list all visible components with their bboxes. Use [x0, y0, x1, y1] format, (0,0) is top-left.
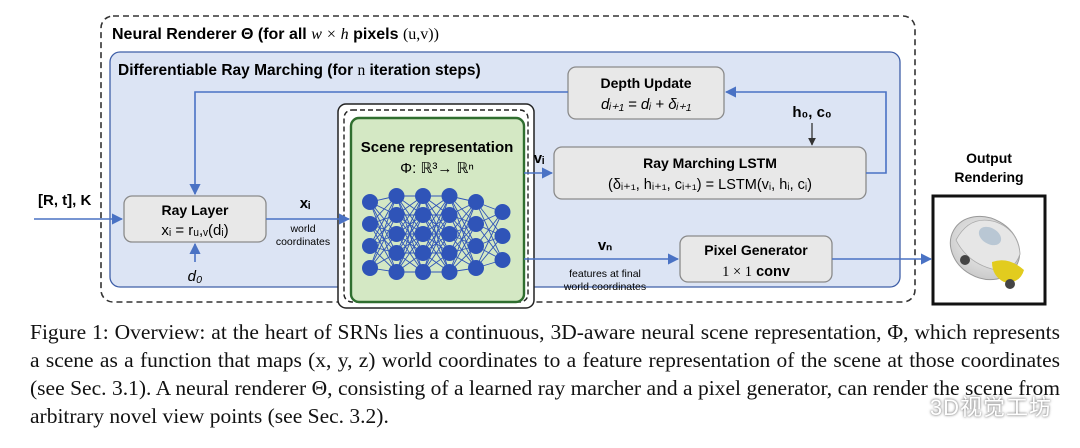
mlp-connection	[449, 214, 477, 269]
vn-label: vₙ	[598, 237, 612, 254]
arrow-depth-update-to-ray-layer	[189, 91, 568, 196]
mlp-connection	[369, 201, 397, 254]
mlp-connection	[369, 214, 397, 269]
mlp-node	[468, 238, 484, 254]
mlp-node	[494, 252, 511, 268]
mlp-connection	[369, 195, 397, 247]
output-label-line2: Rendering	[954, 169, 1023, 185]
mlp-node	[388, 245, 405, 261]
lstm-title: Ray Marching LSTM	[643, 155, 777, 171]
mlp-connection	[449, 201, 477, 273]
mlp-node	[362, 260, 378, 276]
mlp-node	[441, 264, 458, 280]
mlp-connection	[475, 211, 503, 269]
mlp-node	[415, 264, 431, 280]
input-camera-label: [R, t], K	[38, 192, 91, 209]
vi-label: vᵢ	[534, 150, 544, 167]
mlp-node	[362, 216, 378, 232]
mlp-node	[388, 226, 405, 242]
h0c0-label: h₀, c₀	[792, 104, 831, 121]
mlp-connection	[369, 223, 397, 273]
lstm-formula: (δᵢ₊₁, hᵢ₊₁, cᵢ₊₁) = LSTM(vᵢ, hᵢ, cᵢ)	[608, 177, 812, 193]
mlp-node	[415, 207, 431, 223]
mlp-connection	[475, 201, 503, 261]
pixel-generator-title: Pixel Generator	[704, 242, 808, 258]
rendered-car-image	[949, 215, 1024, 289]
scene-representation-formula: Φ: ℝ³→ ℝⁿ	[400, 160, 474, 177]
scene-representation-title: Scene representation	[361, 139, 514, 156]
features-label-line1: features at final	[569, 268, 641, 280]
mlp-connection	[422, 195, 450, 254]
mlp-node	[494, 228, 511, 244]
mlp-connection	[422, 214, 450, 273]
mlp-connection	[396, 195, 424, 254]
arrow-lstm-to-depth-update	[724, 86, 887, 174]
mlp-connection	[396, 214, 424, 273]
mlp-node	[362, 238, 378, 254]
mlp-connection	[369, 195, 397, 269]
mlp-connection	[449, 195, 477, 247]
watermark: 3D视觉工坊	[929, 395, 1052, 420]
mlp-node	[468, 216, 484, 232]
scene-mlp-network	[362, 188, 511, 280]
mlp-node	[415, 188, 431, 204]
mlp-node	[415, 226, 431, 242]
figure-caption: Figure 1: Overview: at the heart of SRNs…	[30, 320, 1060, 428]
output-label-line1: Output	[966, 150, 1012, 166]
pixel-generator-formula: 1 × 1 conv	[722, 264, 790, 280]
mlp-connection	[369, 201, 397, 273]
depth-update-formula: dᵢ₊₁ = dᵢ + δᵢ₊₁	[601, 96, 691, 113]
mlp-node	[388, 188, 405, 204]
features-label-line2: world coordinates	[563, 281, 646, 293]
mlp-node	[494, 204, 511, 220]
d0-label: d₀	[188, 268, 203, 285]
coordinates-label: coordinates	[276, 236, 330, 248]
mlp-connection	[449, 195, 477, 269]
mlp-node	[441, 188, 458, 204]
depth-update-title: Depth Update	[601, 75, 692, 91]
mlp-connection	[449, 201, 477, 254]
mlp-node	[441, 207, 458, 223]
mlp-node	[468, 194, 484, 210]
neural-renderer-title: Neural Renderer Θ (for all w × h pixels …	[112, 26, 439, 43]
mlp-node	[388, 264, 405, 280]
mlp-node	[415, 245, 431, 261]
ray-layer-title: Ray Layer	[162, 202, 229, 218]
ray-marching-title: Differentiable Ray Marching (for n itera…	[118, 62, 481, 79]
mlp-node	[468, 260, 484, 276]
world-label: world	[289, 223, 315, 235]
mlp-node	[388, 207, 405, 223]
depth-update-box	[567, 66, 725, 120]
mlp-node	[441, 245, 458, 261]
ray-layer-formula: xᵢ = rᵤ,ᵥ(dᵢ)	[161, 222, 228, 239]
xi-label: xᵢ	[300, 195, 310, 212]
mlp-connection	[449, 223, 477, 273]
mlp-node	[441, 226, 458, 242]
mlp-node	[362, 194, 378, 210]
